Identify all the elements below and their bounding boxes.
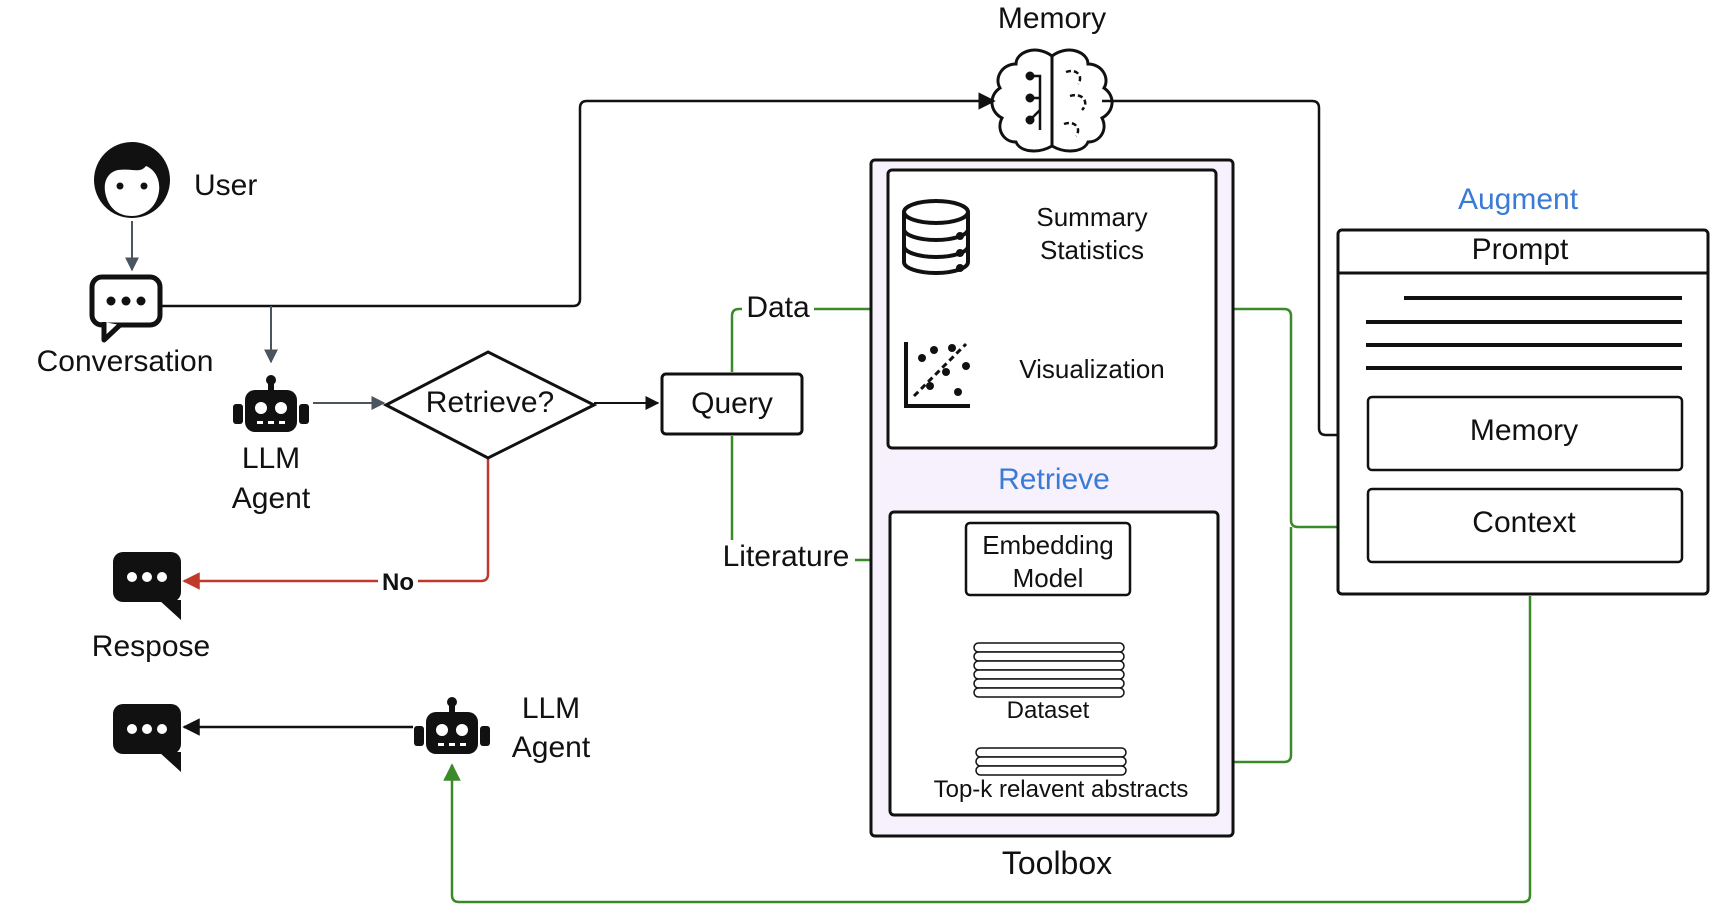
llm-agent-top-line1: LLM <box>242 442 300 475</box>
topk-label: Top-k relavent abstracts <box>934 776 1189 803</box>
robot-icon <box>414 697 490 754</box>
toolbox: Toolbox Summary Statistics <box>869 158 1235 881</box>
no-branch: No <box>378 568 418 596</box>
retrieve-decision: Retrieve? <box>382 350 598 460</box>
embedding-model-line2: Model <box>1013 563 1084 593</box>
user-face-icon <box>94 142 170 218</box>
llm-agent-bottom-line1: LLM <box>522 692 580 725</box>
query-label: Query <box>691 387 773 420</box>
embedding-model-box: Embedding Model <box>964 521 1132 597</box>
llm-agent-top: LLM Agent <box>232 375 311 515</box>
embedding-model-line1: Embedding <box>982 530 1114 560</box>
dataset-label: Dataset <box>1007 697 1090 724</box>
data-tools-panel: Summary Statistics Visualization <box>886 168 1218 450</box>
no-label: No <box>382 569 414 596</box>
user-node: User <box>94 142 257 218</box>
summary-statistics-line1: Summary <box>1036 202 1147 232</box>
data-branch: Data <box>742 290 814 326</box>
visualization-label: Visualization <box>1019 354 1165 384</box>
arrow-conversation-to-memory <box>162 92 996 308</box>
prompt-context-box: Context <box>1366 487 1684 564</box>
final-response-node <box>113 704 181 772</box>
literature-tools-panel: Embedding Model Dataset Top-k relavent a… <box>888 510 1220 817</box>
literature-branch: Literature <box>723 540 850 573</box>
toolbox-label: Toolbox <box>1002 845 1112 881</box>
query-node: Query <box>660 372 804 436</box>
response-label: Respose <box>92 630 210 663</box>
arrow-prompt-to-agent <box>443 596 1532 904</box>
connectors <box>125 92 1532 904</box>
prompt-memory-label: Memory <box>1470 414 1578 447</box>
brain-icon <box>990 48 1114 153</box>
chat-bubble-icon <box>113 704 181 772</box>
conversation-label: Conversation <box>37 345 214 378</box>
arrow-tools-to-prompt-context <box>1217 307 1370 536</box>
arrow-topk-to-context <box>1127 527 1293 764</box>
memory-node: Memory <box>990 2 1114 153</box>
data-label: Data <box>746 291 810 324</box>
response-node: Respose <box>92 552 210 663</box>
dataset-stack <box>973 642 1125 698</box>
prompt-label: Prompt <box>1472 233 1569 266</box>
user-label: User <box>194 169 257 202</box>
prompt-context-label: Context <box>1472 506 1576 539</box>
chat-bubble-icon <box>113 552 181 620</box>
arrow-query-to-data <box>730 300 890 372</box>
literature-label: Literature <box>723 540 850 573</box>
prompt-panel: Augment Prompt Memory Context <box>1336 183 1710 596</box>
database-icon <box>902 199 970 276</box>
prompt-text-lines <box>1366 296 1682 370</box>
conversation-node: Conversation <box>37 274 214 378</box>
llm-agent-top-line2: Agent <box>232 482 311 515</box>
retrieve-decision-label: Retrieve? <box>426 386 554 419</box>
summary-statistics-line2: Statistics <box>1040 235 1144 265</box>
memory-title: Memory <box>998 2 1106 35</box>
chat-bubble-icon <box>89 274 163 343</box>
scatter-plot-icon <box>904 342 970 408</box>
augment-label: Augment <box>1458 183 1579 216</box>
llm-agent-bottom-line2: Agent <box>512 731 591 764</box>
arrow-no-to-response <box>182 458 490 590</box>
prompt-memory-box: Memory <box>1366 395 1684 472</box>
arrow-memory-to-prompt-memory <box>1102 99 1370 444</box>
llm-agent-bottom: LLM Agent <box>414 692 591 764</box>
robot-icon <box>233 375 309 432</box>
topk-stack <box>975 747 1127 776</box>
retrieve-label: Retrieve <box>998 463 1110 496</box>
